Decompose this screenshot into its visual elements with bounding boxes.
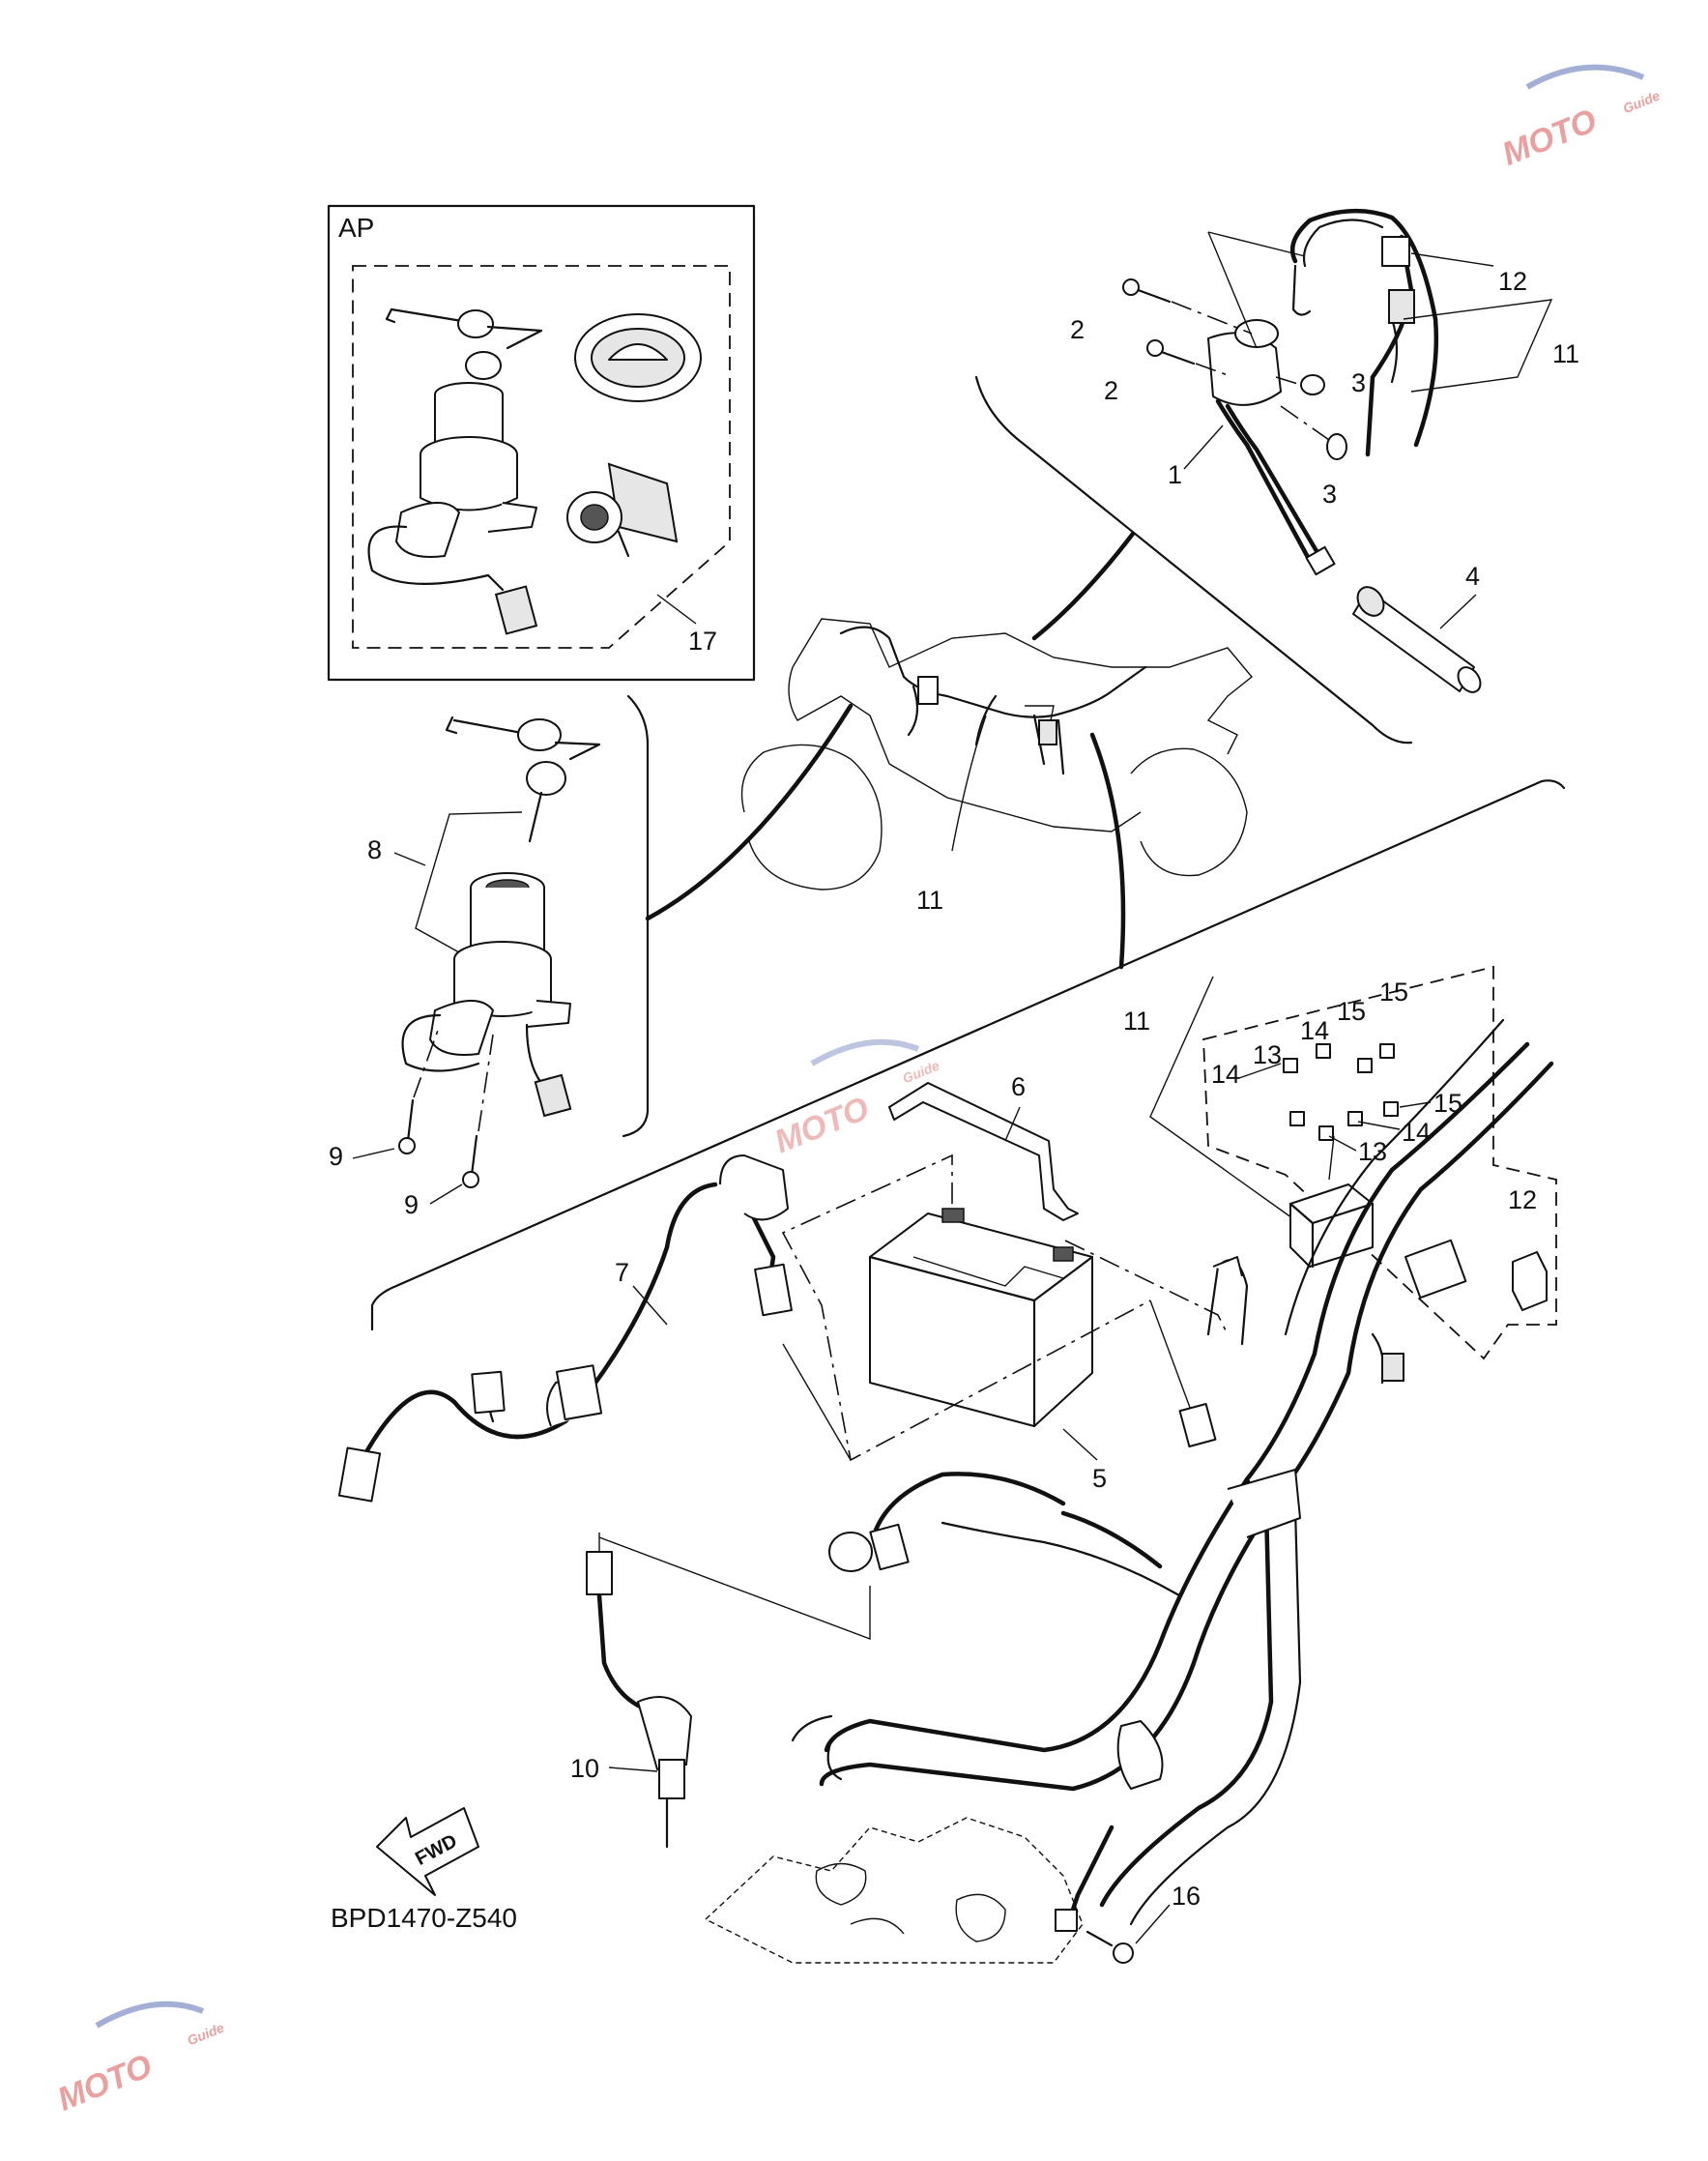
fwd-direction-arrow-icon: FWD [376,1807,479,1896]
callout-12b: 12 [1508,1185,1537,1214]
section-divider-line [370,779,1566,1331]
callout-11c: 11 [1123,1007,1150,1036]
wire-harness-icon [598,1018,1554,1926]
svg-text:MOTO: MOTO [769,1090,874,1160]
handlebar-switch-icon [1207,319,1336,576]
inset-ignition-switch-icon [367,382,538,635]
battery-icon [868,1208,1094,1428]
callout-15a: 15 [1337,997,1366,1026]
callout-15b: 15 [1379,978,1408,1007]
relay-icon [1512,1251,1548,1311]
callout-5: 5 [1092,1464,1107,1493]
inset-key-icon [385,307,543,380]
inset-seat-lock-icon [566,462,679,558]
callout-11a: 11 [1552,339,1579,368]
callout-11b: 11 [916,886,943,915]
collar-icon [1275,374,1347,460]
callout-1: 1 [1168,460,1182,489]
battery-band-icon [888,1082,1079,1221]
callout-2a: 2 [1070,315,1085,344]
watermark-logo-top: MOTO Guide [1497,64,1663,173]
main-switch-icon [401,872,572,1118]
inset-fuel-cap-icon [574,313,702,402]
callout-14a: 14 [1211,1060,1240,1089]
callout-3b: 3 [1322,480,1337,509]
svg-text:MOTO: MOTO [1497,102,1602,173]
switch-lead-wire-icon [1207,209,1439,448]
callout-12a: 12 [1498,267,1527,296]
callout-4: 4 [1465,562,1480,591]
screw-icon [1122,278,1253,376]
battery-lead-icon [337,1154,793,1503]
callout-9a: 9 [329,1142,343,1171]
fuse-box-group: 11 14 13 14 15 15 15 14 13 12 [1123,965,1557,1360]
fuse-icon [1283,1043,1399,1141]
earth-lead-icon [1055,1825,1134,1964]
callout-9b: 9 [404,1190,419,1219]
ap-inset-box: AP [327,204,756,682]
svg-text:Guide: Guide [1621,87,1663,116]
sub-lead-icon [1365,234,1553,457]
callout-14b: 14 [1300,1016,1329,1045]
svg-text:MOTO: MOTO [52,2048,157,2118]
main-switch-group: 8 9 9 [329,694,650,1219]
callout-13a: 13 [1253,1040,1282,1069]
handlebar-grip-icon [1352,586,1482,693]
callout-8: 8 [367,835,382,864]
main-switch-key-icon [445,715,601,843]
svg-text:Guide: Guide [185,2020,226,2049]
main-switch-screw-icon [398,1024,494,1188]
callout-10: 10 [570,1754,599,1783]
neutral-switch-icon [586,1551,692,1849]
handlebar-switch-group: 2 2 3 3 1 4 12 11 [974,209,1579,745]
ap-inset-label: AP [338,213,374,243]
fuse-box-icon [1288,1135,1375,1269]
engine-crankcase-icon [704,1817,1084,1964]
callout-6: 6 [1011,1072,1026,1101]
section-connector-lines [645,531,1136,970]
callout-7: 7 [615,1258,629,1287]
diagram-reference-code: BPD1470-Z540 [331,1903,517,1933]
callout-16: 16 [1172,1882,1201,1911]
callout-2b: 2 [1104,376,1118,405]
watermark-logo-bottom: MOTO Guide [52,2000,226,2118]
callout-3a: 3 [1351,368,1366,397]
callout-17: 17 [688,627,717,656]
motorcycle-silhouette-icon [740,618,1253,891]
